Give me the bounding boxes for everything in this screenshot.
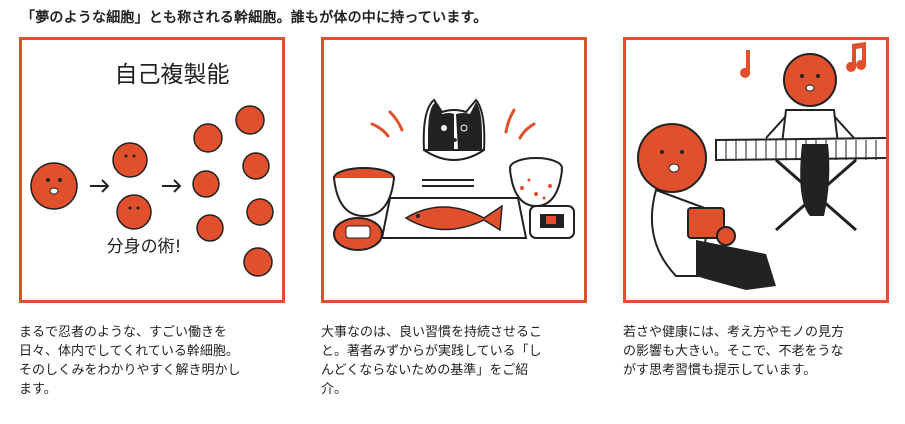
stem-cell-icon	[112, 105, 274, 277]
cat-icon	[422, 98, 486, 161]
illustration-self-replication: 自己複製能 分身の術!	[19, 37, 285, 303]
caption-line: 大事なのは、良い習慣を持続させるこ	[321, 325, 543, 340]
illustration-title: 自己複製能	[115, 62, 230, 88]
caption-habits: 大事なのは、良い習慣を持続させるこ と。著者みずからが実践している「し んどくな…	[321, 323, 591, 399]
fish-plate-icon	[380, 197, 528, 239]
arrow-icon	[90, 179, 182, 193]
caption-line: 若さや健康には、考え方やモノの見方	[623, 325, 845, 340]
caption-line: ます。	[19, 382, 57, 397]
caption-mindset: 若さや健康には、考え方やモノの見方 の影響も大きい。そこで、不老をうな がす思考…	[623, 323, 893, 380]
book-icon	[687, 207, 725, 239]
stem-cell-icon	[30, 162, 78, 210]
illustration-subtitle: 分身の術!	[107, 237, 182, 257]
caption-line: 日々、体内でしてくれている幹細胞。	[19, 344, 239, 359]
soup-bowl-icon	[333, 167, 395, 218]
caption-line: まるで忍者のような、すごい働きを	[19, 325, 228, 340]
piano-player-icon	[715, 53, 886, 232]
rice-bowl-icon	[509, 157, 563, 208]
reader-icon	[637, 123, 776, 290]
caption-line: 介。	[321, 382, 348, 397]
caption-line: がす思考習慣も提示しています。	[623, 363, 817, 378]
caption-line: の影響も大きい。そこで、不老をうな	[623, 344, 844, 359]
illustration-mindset	[623, 37, 889, 303]
headline: 「夢のような細胞」とも称される幹細胞。誰もが体の中に持っています。	[21, 10, 488, 26]
caption-line: んどくならないための基準」をご紹	[321, 363, 529, 378]
music-note-icon	[740, 42, 867, 78]
caption-line: と。著者みずからが実践している「し	[321, 344, 542, 359]
illustration-habits	[321, 37, 587, 303]
caption-self-replication: まるで忍者のような、すごい働きを 日々、体内でしてくれている幹細胞。 そのしくみ…	[19, 323, 289, 399]
caption-line: そのしくみをわかりやすく解き明かし	[19, 363, 241, 378]
